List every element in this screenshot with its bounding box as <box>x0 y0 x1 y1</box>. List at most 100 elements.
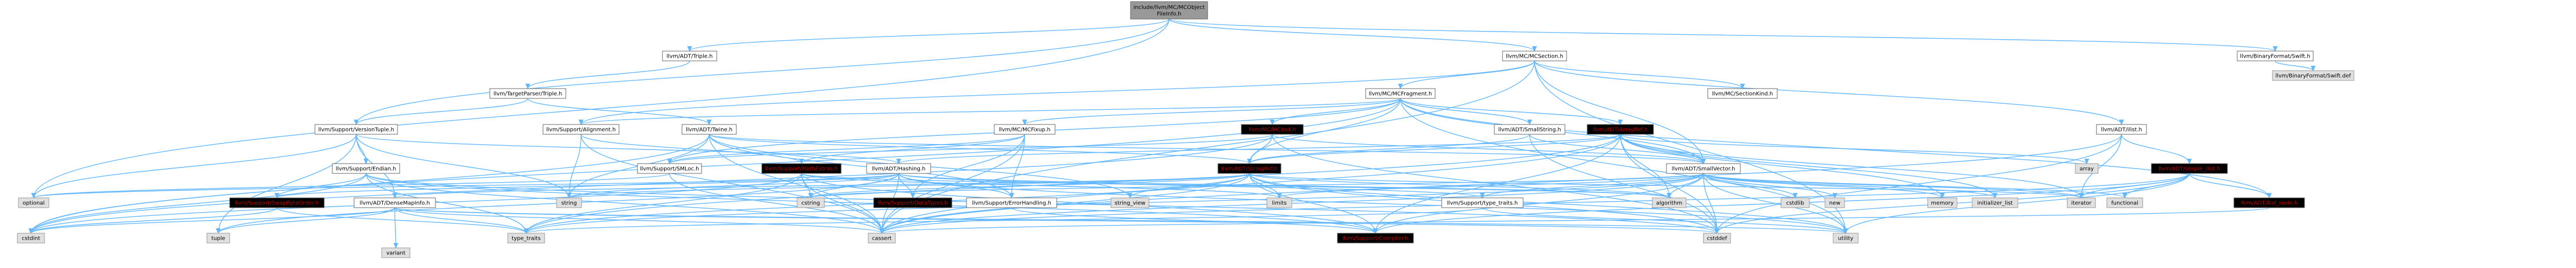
node-label-binfmt: llvm/BinaryFormat/Swift.h <box>2240 54 2310 60</box>
node-tuple[interactable]: tuple <box>206 233 230 244</box>
node-label-typetraitsh: llvm/Support/type_traits.h <box>1447 201 1518 207</box>
node-label-stringview: string_view <box>1115 201 1146 207</box>
node-box-typetraits <box>507 233 545 244</box>
node-alignment[interactable]: llvm/Support/Alignment.h <box>542 124 620 135</box>
node-functional[interactable]: functional <box>2106 197 2143 208</box>
node-ilist[interactable]: llvm/ADT/ilist.h <box>2096 124 2147 135</box>
node-label-densemapinfo: llvm/ADT/DenseMapInfo.h <box>359 201 430 207</box>
node-label-cstdint: cstdint <box>22 236 40 242</box>
node-mcfragment[interactable]: llvm/MC/MCFragment.h <box>1365 88 1436 99</box>
node-endian[interactable]: llvm/Support/Endian.h <box>332 163 400 174</box>
node-label-ilist: llvm/ADT/ilist.h <box>2101 127 2142 133</box>
node-box-algorithm <box>1652 197 1687 208</box>
edge-ilist-to-cassert <box>882 134 2122 233</box>
node-box-ilist <box>2096 124 2147 135</box>
node-swapbyteorder[interactable]: llvm/Support/SwapByteOrder.h <box>229 197 325 208</box>
node-label-cstring: cstring <box>801 201 820 207</box>
node-twine[interactable]: llvm/ADT/Twine.h <box>681 124 737 135</box>
node-box-stringview <box>1110 197 1150 208</box>
edge-mcsection-to-mcfragment <box>1400 60 1535 89</box>
node-array[interactable]: array <box>2075 163 2099 174</box>
node-box-tptriple <box>489 88 566 99</box>
node-cstddef[interactable]: cstddef <box>1703 233 1731 244</box>
node-label-simpleilist: llvm/ADT/simple_ilist.h <box>2158 166 2220 172</box>
edge-mcsection-to-ilist <box>1534 60 2122 124</box>
node-label-cstdlib: cstdlib <box>1786 201 1804 207</box>
node-sectionkind[interactable]: llvm/MC/SectionKind.h <box>1707 88 1778 99</box>
node-swiftdef[interactable]: llvm/BinaryFormat/Swift.def <box>2272 70 2354 81</box>
edge-stringref-to-cstring <box>811 173 1250 198</box>
node-initlist[interactable]: initializer_list <box>1972 197 2018 208</box>
node-box-binfmt <box>2237 51 2314 61</box>
edge-mcfixup-to-errorhandling <box>1012 134 1025 198</box>
node-algorithm[interactable]: algorithm <box>1652 197 1687 208</box>
node-datatypes[interactable]: llvm/Support/DataTypes.h <box>873 197 952 208</box>
edge-arrayref-to-hashing <box>899 134 1621 164</box>
node-hashing[interactable]: llvm/ADT/Hashing.h <box>866 163 931 174</box>
node-string[interactable]: string <box>556 197 582 208</box>
node-variant[interactable]: variant <box>381 247 411 258</box>
node-mcinst[interactable]: llvm/MC/MCInst.h <box>1241 124 1304 135</box>
node-box-hashing <box>866 163 931 174</box>
edge-mathextras-to-cassert <box>801 173 882 233</box>
node-tptriple[interactable]: llvm/TargetParser/Triple.h <box>489 88 566 99</box>
node-label-endian: llvm/Support/Endian.h <box>336 166 396 172</box>
node-memory[interactable]: memory <box>1927 197 1958 208</box>
node-binfmt[interactable]: llvm/BinaryFormat/Swift.h <box>2237 51 2314 61</box>
node-mcfixup[interactable]: llvm/MC/MCFixup.h <box>994 124 1056 135</box>
node-densemapinfo[interactable]: llvm/ADT/DenseMapInfo.h <box>353 197 436 208</box>
node-errorhandling[interactable]: llvm/Support/ErrorHandling.h <box>966 197 1057 208</box>
node-label-limits: limits <box>1272 201 1286 207</box>
node-label-algorithm: algorithm <box>1656 201 1682 207</box>
node-label-string: string <box>561 201 577 207</box>
node-optional[interactable]: optional <box>18 197 49 208</box>
node-stringview[interactable]: string_view <box>1110 197 1150 208</box>
node-typetraits[interactable]: type_traits <box>507 233 545 244</box>
node-box-compiler <box>1337 233 1414 244</box>
node-label-mcsection: llvm/MC/MCSection.h <box>1506 54 1563 60</box>
node-utility[interactable]: utility <box>1833 233 1859 244</box>
node-label-memory: memory <box>1931 201 1954 207</box>
node-versiontuple[interactable]: llvm/Support/VersionTuple.h <box>314 124 398 135</box>
node-box-arrayref <box>1587 124 1654 135</box>
node-cstdint[interactable]: cstdint <box>17 233 45 244</box>
node-smallstring[interactable]: llvm/ADT/SmallString.h <box>1494 124 1565 135</box>
node-mathextras[interactable]: llvm/Support/MathExtras.h <box>761 163 842 174</box>
node-compiler[interactable]: llvm/Support/Compiler.h <box>1337 233 1414 244</box>
node-label-utility: utility <box>1838 236 1854 242</box>
node-limits[interactable]: limits <box>1266 197 1292 208</box>
node-cstdlib[interactable]: cstdlib <box>1781 197 1810 208</box>
node-cassert[interactable]: cassert <box>868 233 896 244</box>
node-iterator[interactable]: iterator <box>2067 197 2096 208</box>
edge-mathextras-to-compiler <box>801 173 1375 233</box>
node-smallvector[interactable]: llvm/ADT/SmallVector.h <box>1666 163 1741 174</box>
node-box-twine <box>681 124 737 135</box>
edge-mathextras-to-typetraits <box>526 173 802 233</box>
node-triple[interactable]: llvm/ADT/Triple.h <box>662 51 717 61</box>
node-typetraitsh[interactable]: llvm/Support/type_traits.h <box>1441 197 1524 208</box>
node-arrayref[interactable]: llvm/ADT/ArrayRef.h <box>1587 124 1654 135</box>
node-ilistnode[interactable]: llvm/ADT/ilist_node.h <box>2233 197 2305 208</box>
node-box-tuple <box>206 233 230 244</box>
node-label-twine: llvm/ADT/Twine.h <box>686 127 733 133</box>
node-stringref[interactable]: llvm/ADT/StringRef.h <box>1217 163 1281 174</box>
node-label-root: include/llvm/MC/MCObject <box>1133 5 1204 11</box>
node-label-initlist: initializer_list <box>1977 201 2013 207</box>
edge-smallvector-to-typetraitsh <box>1482 173 1704 198</box>
edge-arrayref-to-algorithm <box>1620 134 1669 198</box>
node-simpleilist[interactable]: llvm/ADT/simple_ilist.h <box>2151 163 2228 174</box>
edge-root-to-versiontuple <box>356 18 1170 124</box>
node-smloc[interactable]: llvm/Support/SMLoc.h <box>637 163 702 174</box>
edge-versiontuple-to-hashing <box>356 134 899 164</box>
node-box-cstddef <box>1703 233 1731 244</box>
edge-smallvector-to-cstdlib <box>1703 173 1795 198</box>
node-new[interactable]: new <box>1824 197 1845 208</box>
node-cstring[interactable]: cstring <box>797 197 825 208</box>
edge-arrayref-to-typetraits <box>526 134 1621 233</box>
node-mcsection[interactable]: llvm/MC/MCSection.h <box>1502 51 1567 61</box>
node-label-compiler: llvm/Support/Compiler.h <box>1342 236 1408 242</box>
edge-smallvector-to-new <box>1703 173 1835 198</box>
